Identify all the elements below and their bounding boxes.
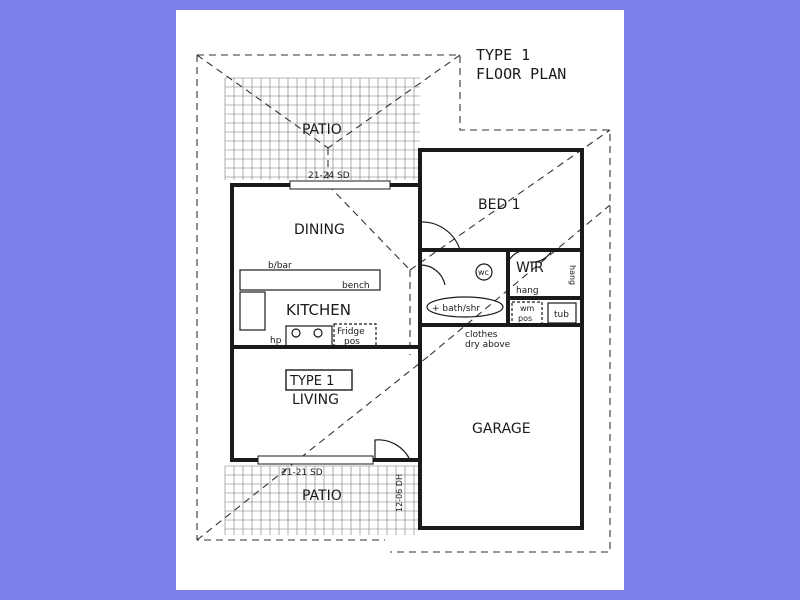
- dining-label: DINING: [294, 222, 345, 238]
- plan-title-line1: TYPE 1: [476, 46, 530, 64]
- breakfast-bar-label: b/bar: [268, 261, 292, 271]
- washing-machine-label: wm: [520, 304, 535, 313]
- sliding-door-top: [289, 180, 391, 190]
- hang-side-label: hang: [568, 265, 577, 285]
- clothes-label: clothes: [465, 330, 498, 340]
- tub-label: tub: [554, 310, 569, 320]
- fridge-pos-label: pos: [344, 337, 360, 347]
- garage-label: GARAGE: [472, 421, 531, 437]
- patio-top-label: PATIO: [302, 122, 342, 138]
- dry-above-label: dry above: [465, 340, 511, 350]
- bath-shower-label: + bath/shr: [432, 304, 480, 314]
- bottom-patio-paving-grid: [224, 465, 420, 535]
- type-1-badge-box: [285, 369, 353, 391]
- kitchen-label: KITCHEN: [286, 301, 351, 319]
- top-border-band: [176, 0, 624, 10]
- kitchen-fixtures: [239, 269, 381, 347]
- sliding-door-bottom-dimension: 21-21 SD: [281, 468, 323, 478]
- top-patio-paving-grid: [224, 77, 420, 180]
- door-swings: [374, 221, 553, 461]
- right-border-band: [624, 0, 800, 600]
- bathroom-fixtures: [426, 263, 577, 325]
- bottom-border-band: [176, 590, 624, 600]
- patio-bottom-label: PATIO: [302, 488, 342, 504]
- roof-outline: [196, 54, 611, 553]
- hotplate-label: hp: [270, 336, 282, 346]
- bench-label: bench: [342, 281, 370, 291]
- side-dimension-label: 12-06 DH: [395, 474, 404, 512]
- living-label: LIVING: [292, 392, 339, 408]
- wc-label: wc: [478, 268, 489, 277]
- hang-bottom-label: hang: [516, 286, 539, 296]
- left-border-band: [0, 0, 176, 600]
- fridge-label: Fridge: [337, 327, 365, 337]
- wir-label: WIR: [516, 260, 544, 276]
- sliding-door-bottom: [257, 455, 374, 465]
- sliding-door-top-dimension: 21-24 SD: [308, 171, 350, 181]
- washing-machine-pos-label: pos: [518, 314, 532, 323]
- bed-1-label: BED 1: [478, 197, 521, 213]
- plan-title-line2: FLOOR PLAN: [476, 65, 566, 83]
- type-1-badge: TYPE 1: [289, 374, 334, 389]
